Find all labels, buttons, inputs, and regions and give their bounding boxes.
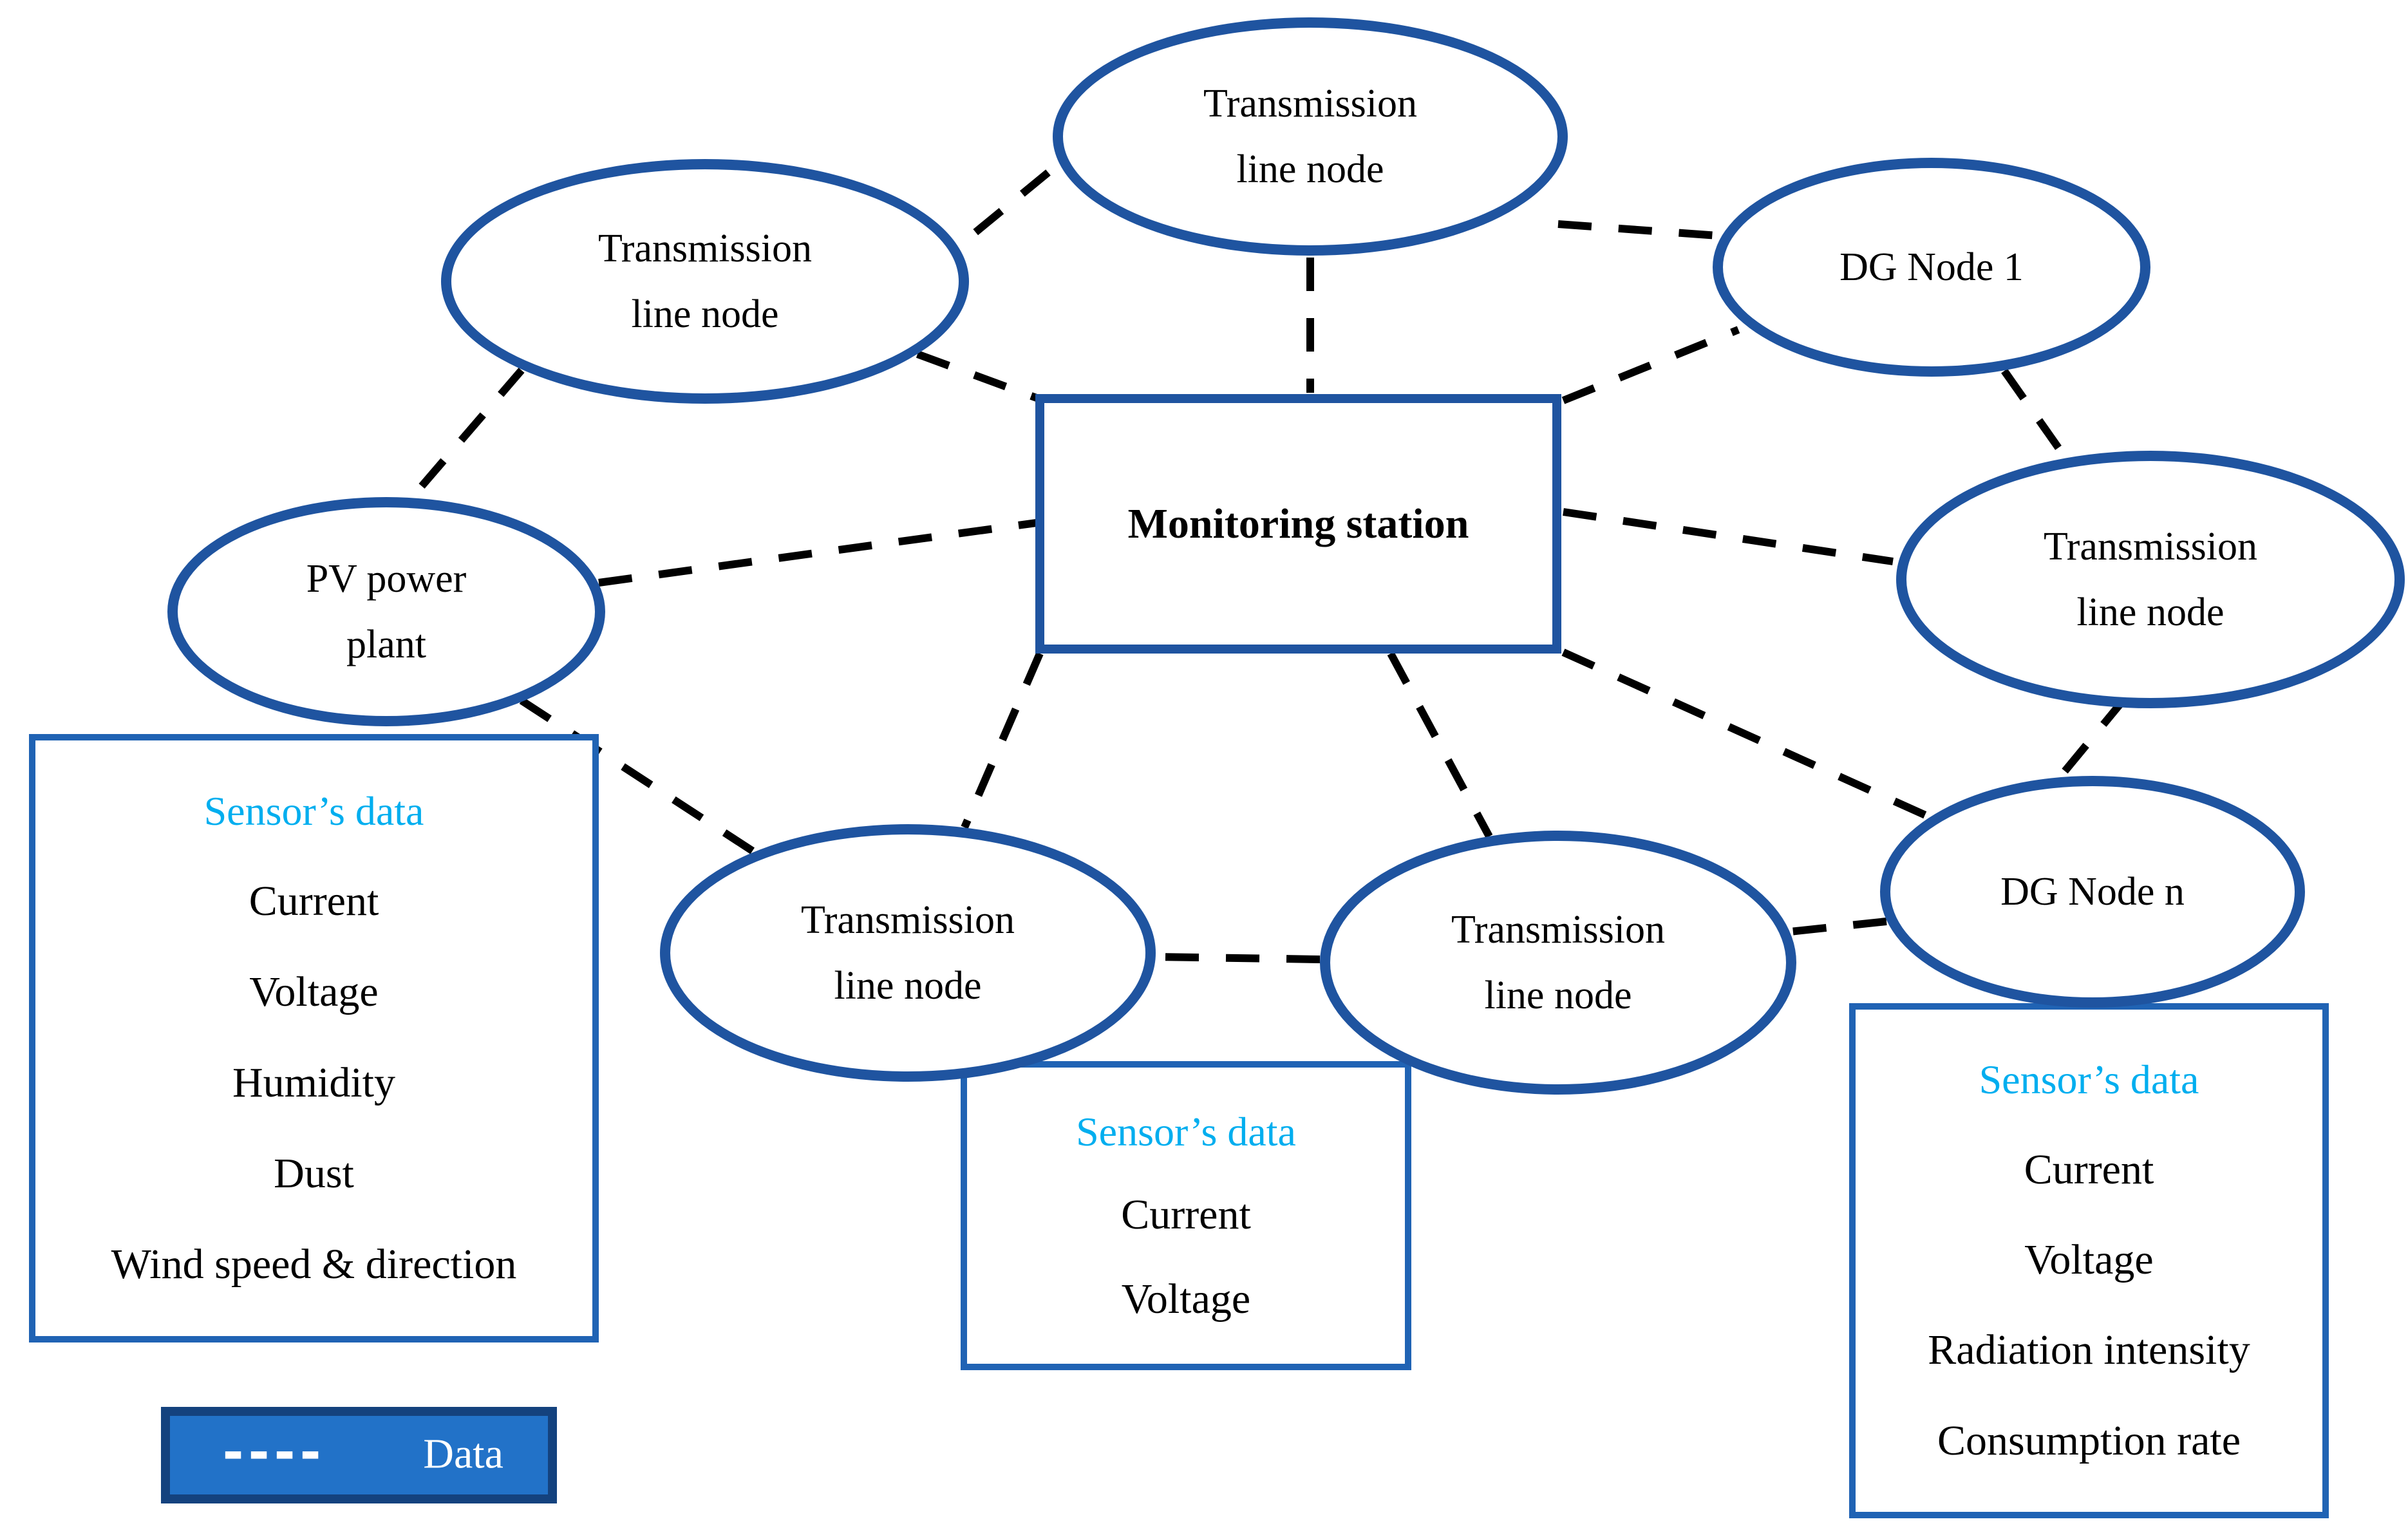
sensor-data-box-dg-node-n: Sensor’s data Current Voltage Radiation … bbox=[1849, 1003, 2329, 1518]
sensor-item: Current bbox=[2024, 1145, 2154, 1193]
link-transmission-top-dg-node-1 bbox=[1557, 220, 1736, 241]
link-monitoring-transmission-right bbox=[1563, 508, 1894, 565]
node-pv-power-plant: PV power plant bbox=[167, 497, 605, 726]
legend-label: Data bbox=[423, 1430, 503, 1478]
node-label: DG Node n bbox=[2000, 869, 2185, 914]
node-transmission-line-right: Transmission line node bbox=[1896, 451, 2405, 708]
link-dg-node-1-transmission-right bbox=[2001, 368, 2069, 460]
link-transmission-bottom-right-bottom-left bbox=[1155, 953, 1321, 963]
node-label: Transmission line node bbox=[801, 898, 1015, 1008]
node-label: Transmission line node bbox=[1203, 81, 1417, 191]
node-label: DG Node 1 bbox=[1839, 245, 2024, 289]
link-monitoring-transmission-bottom-right bbox=[1387, 652, 1493, 838]
sensor-item: Voltage bbox=[249, 968, 379, 1015]
sensor-item: Humidity bbox=[232, 1059, 395, 1106]
node-label: Transmission line node bbox=[1451, 907, 1665, 1017]
node-transmission-line-top-left: Transmission line node bbox=[441, 159, 969, 404]
sensor-data-box-pv: Sensor’s data Current Voltage Humidity D… bbox=[29, 734, 599, 1342]
node-label: PV power plant bbox=[306, 556, 467, 666]
link-transmission-top-left-top bbox=[879, 163, 1058, 312]
sensor-data-title: Sensor’s data bbox=[1979, 1057, 2199, 1103]
monitoring-station-label: Monitoring station bbox=[1127, 500, 1469, 547]
sensor-data-title: Sensor’s data bbox=[1076, 1108, 1296, 1154]
legend-dash-sample: ---- bbox=[223, 1415, 326, 1485]
node-transmission-line-bottom-right: Transmission line node bbox=[1320, 831, 1796, 1095]
sensor-data-box-transmission: Sensor’s data Current Voltage bbox=[961, 1061, 1411, 1370]
node-label: Transmission line node bbox=[598, 226, 812, 336]
link-monitoring-pv-power-plant bbox=[598, 519, 1037, 587]
link-monitoring-transmission-top-left bbox=[916, 350, 1039, 402]
link-monitoring-transmission-bottom-left bbox=[961, 652, 1044, 829]
link-monitoring-dg-node-n bbox=[1561, 648, 1932, 821]
link-transmission-bottom-left-pv bbox=[519, 697, 757, 856]
sensor-item: Consumption rate bbox=[1937, 1417, 2241, 1464]
link-transmission-right-dg-node-n bbox=[2060, 696, 2128, 775]
link-monitoring-dg-node-1 bbox=[1561, 326, 1740, 404]
sensor-item: Dust bbox=[274, 1150, 354, 1197]
node-transmission-line-bottom-left: Transmission line node bbox=[660, 824, 1156, 1082]
link-dg-node-n-transmission-bottom-right bbox=[1789, 918, 1887, 936]
sensor-data-title: Sensor’s data bbox=[203, 788, 424, 834]
node-label: Transmission line node bbox=[2044, 524, 2257, 634]
node-dg-node-n: DG Node n bbox=[1880, 776, 2305, 1008]
monitoring-station-box: Monitoring station bbox=[1035, 394, 1561, 654]
legend-data: ---- Data bbox=[161, 1407, 557, 1503]
node-transmission-line-top: Transmission line node bbox=[1053, 17, 1568, 256]
sensor-item: Voltage bbox=[1121, 1275, 1251, 1323]
node-dg-node-1: DG Node 1 bbox=[1713, 158, 2150, 377]
sensor-item: Voltage bbox=[2024, 1236, 2154, 1283]
sensor-item: Radiation intensity bbox=[1928, 1326, 2250, 1374]
sensor-item: Current bbox=[1121, 1191, 1251, 1238]
sensor-item: Current bbox=[249, 878, 379, 925]
link-pv-transmission-top-left bbox=[419, 368, 525, 489]
sensor-item: Wind speed & direction bbox=[111, 1241, 517, 1288]
